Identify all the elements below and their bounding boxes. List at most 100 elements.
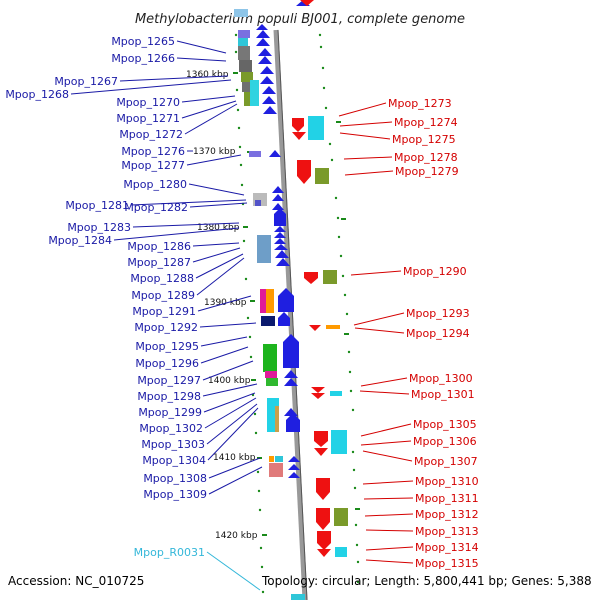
forward-arrow	[256, 38, 270, 46]
gene-block	[335, 547, 347, 557]
accession-text: Accession: NC_010725	[8, 574, 145, 588]
kbp-label: 1370 kbp	[193, 147, 236, 157]
forward-arrow	[274, 244, 288, 250]
genome-backbone-edge	[277, 29, 308, 600]
gene-block	[275, 406, 279, 432]
gene-label[interactable]: Mpop_1272	[119, 128, 183, 141]
gene-label[interactable]: Mpop_1265	[111, 35, 175, 48]
gene-label[interactable]: Mpop_1284	[48, 234, 112, 247]
gene-block	[269, 463, 283, 477]
gene-label[interactable]: Mpop_1298	[137, 390, 201, 403]
forward-arrow	[260, 66, 274, 74]
gene-label[interactable]: Mpop_1313	[415, 525, 479, 538]
gene-label[interactable]: Mpop_1286	[127, 240, 191, 253]
gene-label[interactable]: Mpop_1297	[137, 374, 201, 387]
gene-label[interactable]: Mpop_1276	[121, 145, 185, 158]
gene-label[interactable]: Mpop_1308	[143, 472, 207, 485]
gene-block	[275, 456, 283, 462]
gene-block	[242, 82, 256, 92]
topology-text: Topology: circular; Length: 5,800,441 bp…	[262, 574, 592, 588]
gene-label[interactable]: Mpop_1280	[123, 178, 187, 191]
reverse-arrow	[317, 531, 331, 550]
gene-label[interactable]: Mpop_1289	[131, 289, 195, 302]
gene-label[interactable]: Mpop_1268	[5, 88, 69, 101]
gene-label[interactable]: Mpop_1274	[394, 116, 458, 129]
gene-label[interactable]: Mpop_1304	[142, 454, 206, 467]
gene-label[interactable]: Mpop_1293	[406, 307, 470, 320]
gene-label[interactable]: Mpop_1311	[415, 492, 479, 505]
gene-label[interactable]: Mpop_1314	[415, 541, 479, 554]
gene-block	[244, 92, 254, 106]
gene-label[interactable]: Mpop_1275	[392, 133, 456, 146]
forward-arrow	[256, 24, 268, 30]
reverse-arrow	[300, 0, 314, 6]
gene-block	[265, 371, 277, 378]
gene-label[interactable]: Mpop_1303	[141, 438, 205, 451]
forward-arrow	[262, 86, 276, 94]
gene-label[interactable]: Mpop_1282	[124, 201, 188, 214]
gene-label[interactable]: Mpop_1288	[130, 272, 194, 285]
forward-arrow	[275, 250, 289, 258]
gene-label[interactable]: Mpop_1273	[388, 97, 452, 110]
forward-arrow	[278, 312, 290, 326]
gene-label[interactable]: Mpop_1278	[394, 151, 458, 164]
left-gene-labels: Mpop_1265 Mpop_1266 Mpop_1267 Mpop_1268 …	[5, 35, 207, 559]
right-track-dots	[318, 33, 360, 584]
rna-gene-label[interactable]: Mpop_R0031	[134, 546, 205, 559]
gene-label[interactable]: Mpop_1291	[132, 305, 196, 318]
gene-label[interactable]: Mpop_1301	[411, 388, 475, 401]
gene-label[interactable]: Mpop_1279	[395, 165, 459, 178]
gene-block	[255, 200, 261, 206]
gene-block	[291, 594, 305, 600]
forward-arrow	[258, 48, 272, 56]
gene-label[interactable]: Mpop_1292	[134, 321, 198, 334]
gene-label[interactable]: Mpop_1315	[415, 557, 479, 570]
kbp-label: 1380 kbp	[197, 223, 240, 233]
kbp-label: 1410 kbp	[213, 453, 256, 463]
forward-arrow	[284, 370, 298, 378]
gene-label[interactable]: Mpop_1267	[54, 75, 118, 88]
right-leader-lines	[338, 102, 414, 564]
right-gene-blocks	[308, 116, 348, 557]
gene-label[interactable]: Mpop_1266	[111, 52, 175, 65]
forward-arrow	[263, 106, 277, 114]
gene-label[interactable]: Mpop_1299	[138, 406, 202, 419]
gene-label[interactable]: Mpop_1300	[409, 372, 473, 385]
forward-arrow	[274, 226, 286, 232]
gene-label[interactable]: Mpop_1283	[67, 221, 131, 234]
gene-label[interactable]: Mpop_1294	[406, 327, 470, 340]
gene-block	[267, 406, 275, 432]
gene-label[interactable]: Mpop_1281	[65, 199, 129, 212]
gene-label[interactable]: Mpop_1295	[135, 340, 199, 353]
forward-arrow	[272, 203, 284, 210]
forward-arrow	[256, 30, 270, 38]
forward-arrow	[269, 150, 281, 157]
gene-label[interactable]: Mpop_1296	[135, 357, 199, 370]
gene-label[interactable]: Mpop_1310	[415, 475, 479, 488]
gene-label[interactable]: Mpop_1270	[116, 96, 180, 109]
reverse-arrow	[309, 325, 321, 331]
gene-label[interactable]: Mpop_1307	[414, 455, 478, 468]
kbp-label: 1420 kbp	[215, 531, 258, 541]
gene-block	[241, 72, 253, 82]
gene-label[interactable]: Mpop_1287	[127, 256, 191, 269]
forward-arrow	[274, 232, 286, 238]
gene-block	[334, 508, 348, 526]
gene-block	[308, 116, 324, 140]
forward-arrow	[258, 56, 272, 64]
gene-block	[323, 270, 337, 284]
gene-label[interactable]: Mpop_1277	[121, 159, 185, 172]
gene-label[interactable]: Mpop_1271	[116, 112, 180, 125]
gene-block	[326, 325, 340, 329]
gene-label[interactable]: Mpop_1305	[413, 418, 477, 431]
gene-block	[257, 235, 271, 263]
gene-block	[266, 289, 274, 313]
gene-label[interactable]: Mpop_1306	[413, 435, 477, 448]
gene-label[interactable]: Mpop_1309	[143, 488, 207, 501]
forward-arrow	[284, 408, 298, 416]
gene-label[interactable]: Mpop_1302	[139, 422, 203, 435]
gene-label[interactable]: Mpop_1290	[403, 265, 467, 278]
reverse-arrow	[317, 549, 331, 557]
gene-label[interactable]: Mpop_1312	[415, 508, 479, 521]
